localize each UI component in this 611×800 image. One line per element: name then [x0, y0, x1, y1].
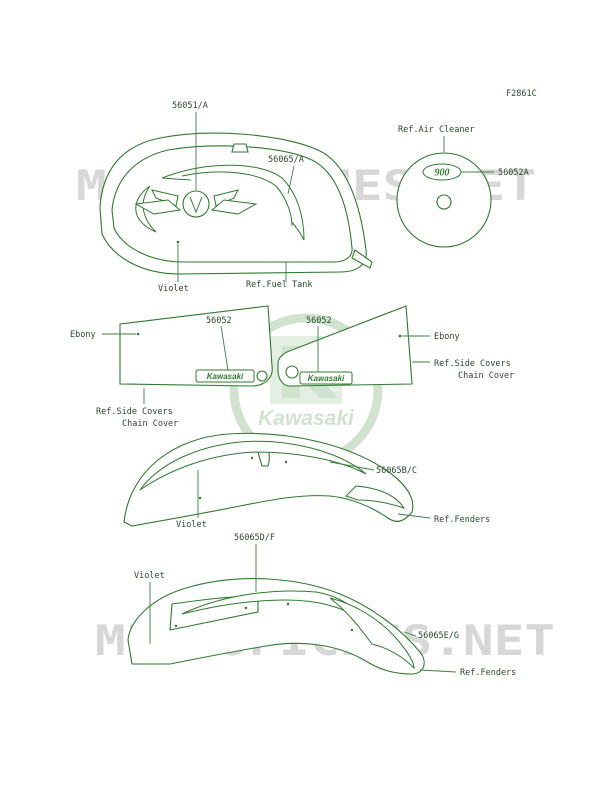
fuel-tank-drawing: [99, 132, 373, 275]
air-cleaner-emblem-text: 900: [435, 168, 450, 179]
right-side-cover-badge: Kawasaki: [308, 374, 345, 383]
label-fuel-tank-ref: Ref.Fuel Tank: [246, 280, 313, 290]
label-left-cover-color: Ebony: [70, 330, 96, 340]
air-cleaner-drawing: 900: [396, 152, 492, 248]
label-air-cleaner-ref: Ref.Air Cleaner: [398, 125, 475, 135]
rear-fender-drawing: [127, 578, 425, 675]
label-fuel-tank-emblem-part: 56051/A: [172, 101, 208, 111]
label-front-fender-color: Violet: [176, 520, 207, 530]
label-fuel-tank-stripe-part: 56065/A: [268, 155, 304, 165]
left-side-cover-badge: Kawasaki: [207, 372, 244, 381]
label-fuel-tank-color: Violet: [158, 284, 189, 294]
label-rear-fender-part-top: 56065D/F: [234, 533, 275, 543]
label-right-cover-color: Ebony: [434, 332, 460, 342]
label-left-cover-part: 56052: [206, 316, 232, 326]
right-side-cover-drawing: Kawasaki: [277, 305, 413, 387]
label-rear-fender-ref: Ref.Fenders: [460, 668, 516, 678]
label-left-cover-ref-1: Ref.Side Covers: [96, 407, 173, 417]
label-rear-fender-color: Violet: [134, 571, 165, 581]
watermark-brand: Kawasaki: [258, 407, 355, 430]
label-right-cover-ref-2: Chain Cover: [458, 371, 514, 381]
label-right-cover-part: 56052: [306, 316, 332, 326]
label-front-fender-part: 56065B/C: [376, 466, 417, 476]
label-rear-fender-part-side: 56065E/G: [418, 631, 459, 641]
left-side-cover-drawing: Kawasaki: [119, 305, 273, 387]
label-front-fender-ref: Ref.Fenders: [434, 515, 490, 525]
figure-code: F2861C: [506, 89, 537, 99]
label-right-cover-ref-1: Ref.Side Covers: [434, 359, 511, 369]
front-fender-drawing: [123, 432, 414, 527]
label-air-cleaner-part: 56052A: [498, 168, 529, 178]
label-left-cover-ref-2: Chain Cover: [122, 419, 178, 429]
